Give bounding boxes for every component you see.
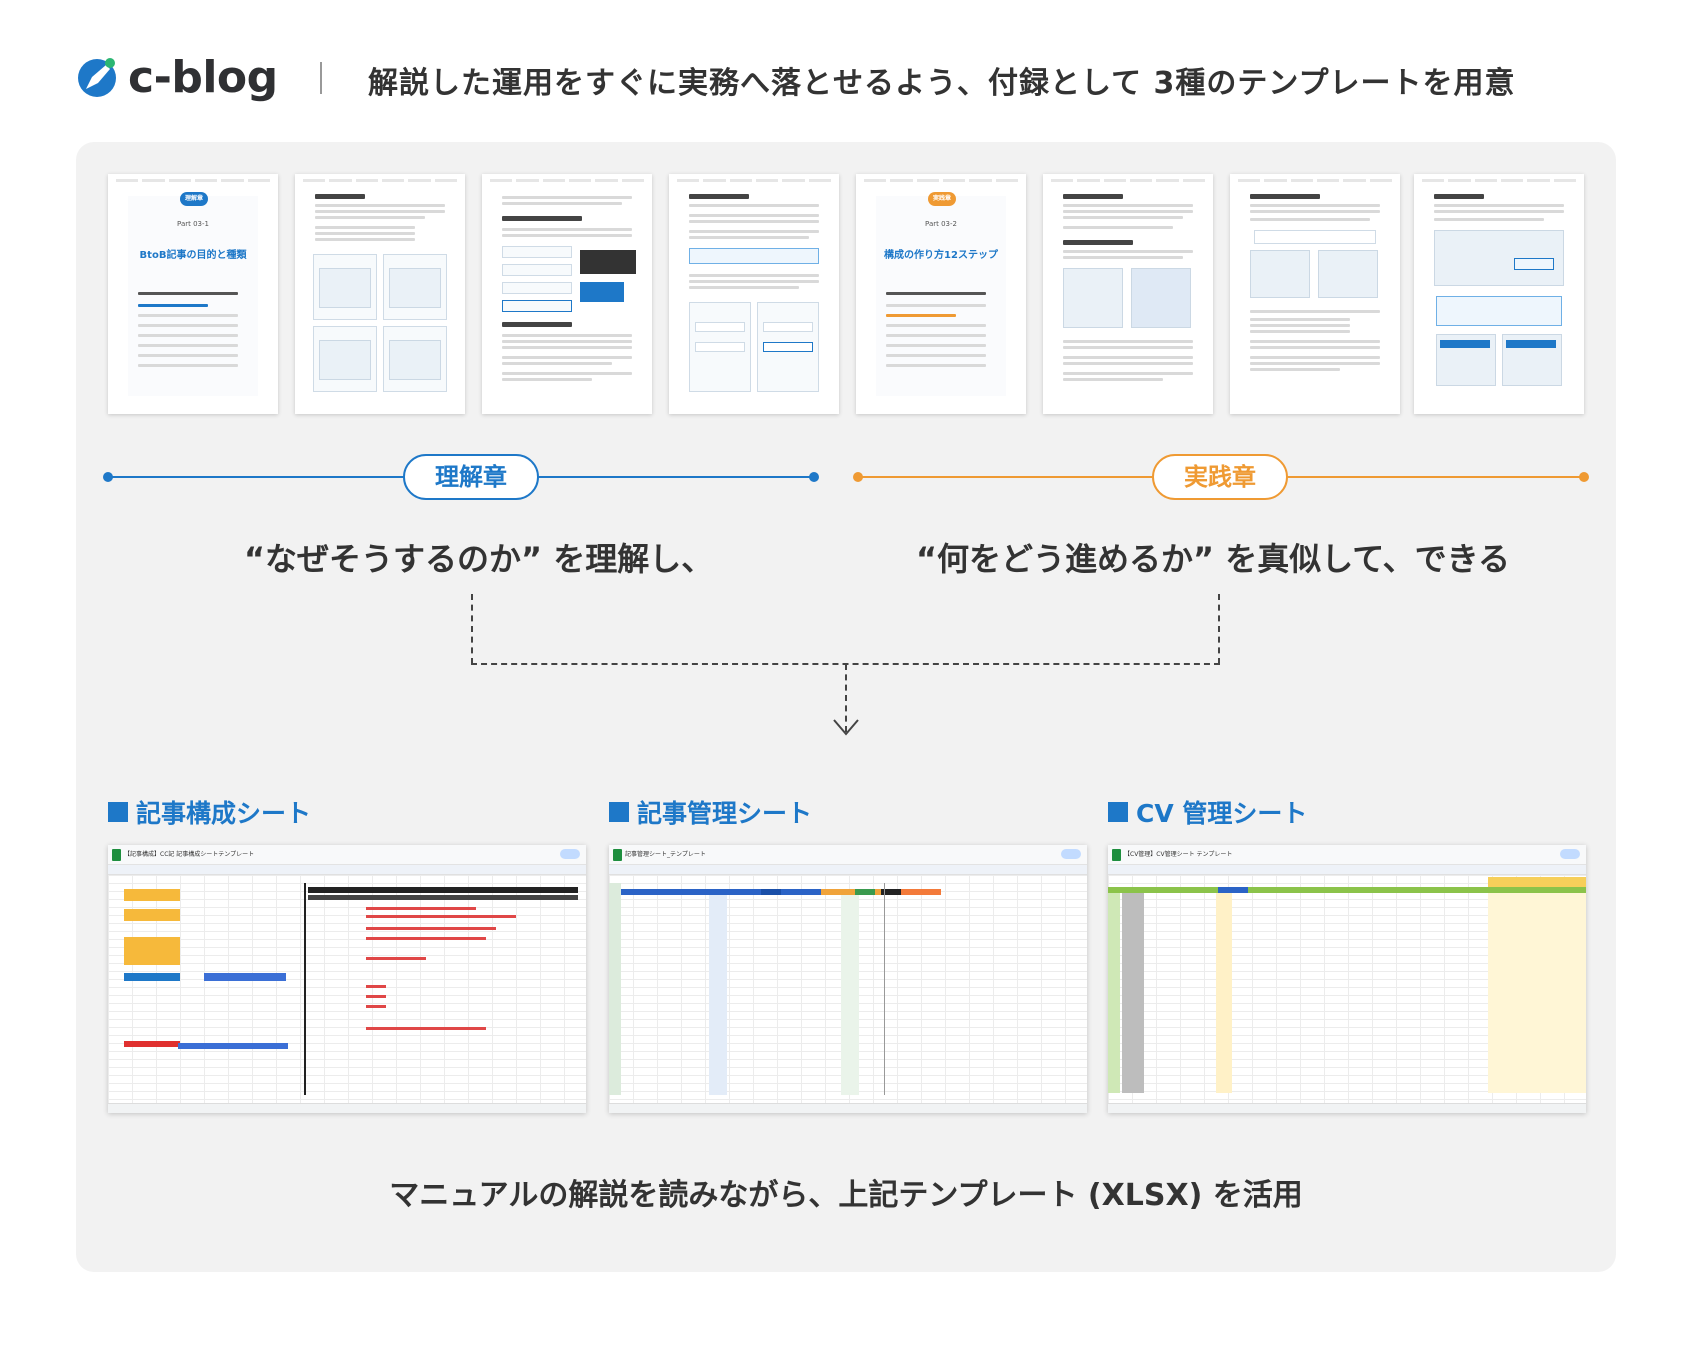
sheet-label-article-management: 記事管理シート <box>609 794 812 830</box>
chapter-badge: 理解章 <box>180 192 208 206</box>
spreadsheet-thumbnail-cv-management[interactable]: 【CV管理】CV管理シート テンプレート <box>1108 845 1586 1113</box>
footer-caption: マニュアルの解説を読みながら、上記テンプレート (XLSX) を活用 <box>389 1178 1303 1213</box>
square-bullet-icon <box>1108 802 1128 822</box>
doc-thumbnail-cover-practice[interactable]: 実践章 Part 03-2 構成の作り方12ステップ <box>856 174 1026 414</box>
spreadsheet-title: 【CV管理】CV管理シート テンプレート <box>1124 851 1233 858</box>
page-title: 解説した運用をすぐに実務へ落とせるよう、付録として 3種のテンプレートを用意 <box>368 66 1516 101</box>
sheets-icon <box>112 849 121 861</box>
spreadsheet-thumbnail-article-management[interactable]: 記事管理シート_テンプレート <box>609 845 1087 1113</box>
share-button[interactable] <box>1560 849 1580 859</box>
share-button[interactable] <box>560 849 580 859</box>
sheet-label-article-structure: 記事構成シート <box>108 794 311 830</box>
practice-phrase: “何をどう進めるか” を真似して、できる <box>916 540 1511 578</box>
square-bullet-icon <box>108 802 128 822</box>
sheet-label-text: CV 管理シート <box>1136 799 1308 828</box>
logo-text: c-blog <box>128 52 278 103</box>
sheets-icon <box>1112 849 1121 861</box>
timeline-dot <box>1579 472 1589 482</box>
doc-thumbnail-cover-understand[interactable]: 理解章 Part 03-1 BtoB記事の目的と種類 <box>108 174 278 414</box>
c-blog-logo[interactable]: c-blog <box>76 56 278 100</box>
square-bullet-icon <box>609 802 629 822</box>
spreadsheet-thumbnail-article-structure[interactable]: 【記事構成】CC記 記事構成シートテンプレート <box>108 845 586 1113</box>
understand-phrase: “なぜそうするのか” を理解し、 <box>244 540 714 578</box>
spreadsheet-title: 【記事構成】CC記 記事構成シートテンプレート <box>124 851 255 858</box>
connector-left <box>471 594 473 664</box>
connector-down <box>845 664 847 732</box>
header-divider <box>320 62 322 94</box>
arrow-down-icon <box>833 719 859 736</box>
sheet-label-text: 記事構成シート <box>136 799 312 828</box>
share-button[interactable] <box>1061 849 1081 859</box>
doc-thumbnail-page[interactable] <box>1043 174 1213 414</box>
doc-part-number: Part 03-2 <box>925 220 957 228</box>
connector-right <box>1218 594 1220 664</box>
sheets-icon <box>613 849 622 861</box>
doc-thumbnail-page[interactable] <box>1230 174 1400 414</box>
doc-cover-title: 構成の作り方12ステップ <box>884 250 998 261</box>
sheet-label-cv-management: CV 管理シート <box>1108 794 1307 830</box>
doc-part-number: Part 03-1 <box>177 220 209 228</box>
understand-chapter-label: 理解章 <box>403 454 539 500</box>
doc-thumbnail-page[interactable] <box>482 174 652 414</box>
document-thumbnails: 理解章 Part 03-1 BtoB記事の目的と種類 <box>108 174 1584 414</box>
doc-cover-title: BtoB記事の目的と種類 <box>139 250 247 261</box>
doc-thumbnail-page[interactable] <box>669 174 839 414</box>
timeline-dot <box>809 472 819 482</box>
practice-chapter-label: 実践章 <box>1152 454 1288 500</box>
header: c-blog <box>76 50 278 106</box>
sheet-label-text: 記事管理シート <box>637 799 813 828</box>
doc-thumbnail-page[interactable] <box>295 174 465 414</box>
spreadsheet-title: 記事管理シート_テンプレート <box>625 851 706 858</box>
content-panel: 理解章 Part 03-1 BtoB記事の目的と種類 <box>76 142 1616 1272</box>
chapter-badge: 実践章 <box>928 192 956 206</box>
doc-thumbnail-page[interactable] <box>1414 174 1584 414</box>
pen-nib-icon <box>78 58 116 97</box>
timeline-dot <box>103 472 113 482</box>
timeline-dot <box>853 472 863 482</box>
